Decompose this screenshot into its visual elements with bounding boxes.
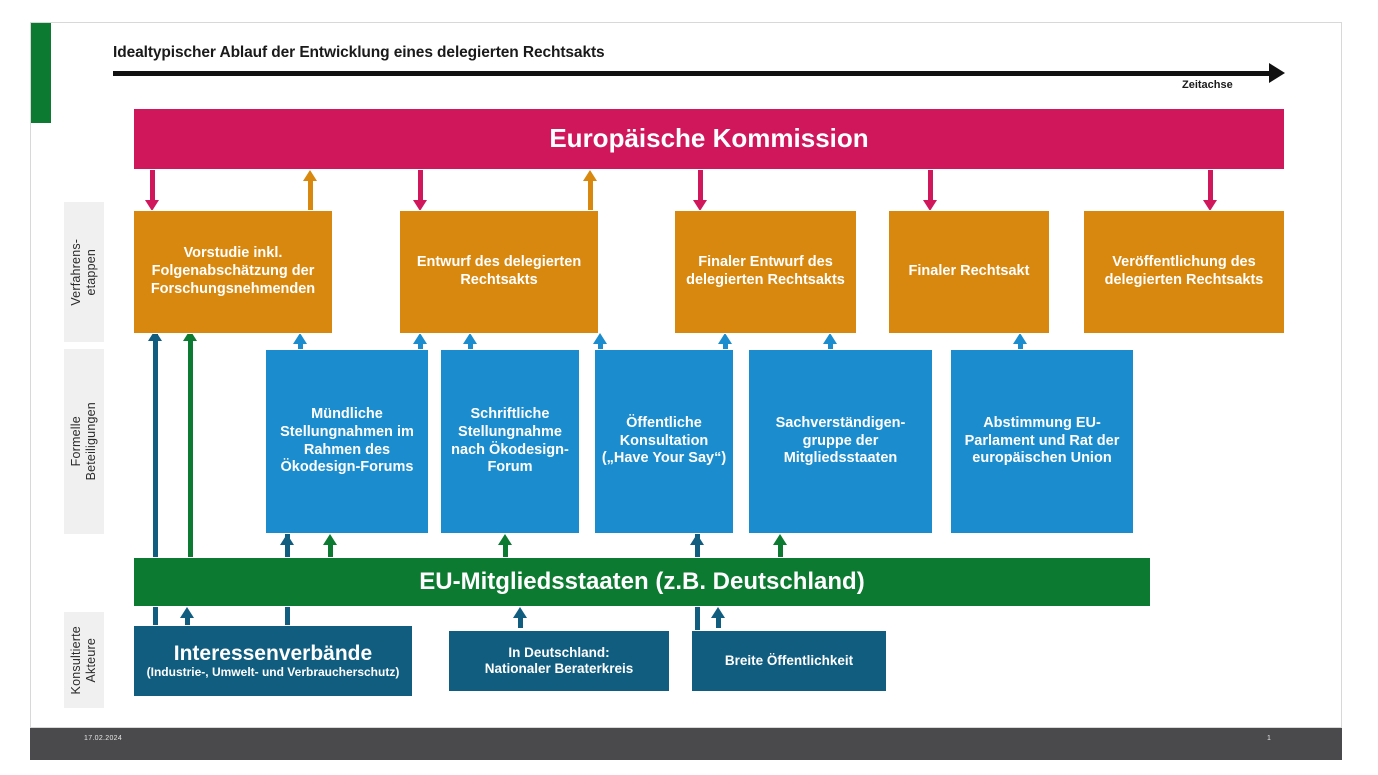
page-title: Idealtypischer Ablauf der Entwicklung ei…: [113, 44, 605, 61]
memberstates-to-step-0-stem: [187, 339, 193, 557]
process-box-finaler-entwurf: Finaler Entwurf des delegierten Rechtsak…: [674, 210, 857, 334]
actor-to-participation-1-top-arrowhead-icon: [280, 534, 294, 545]
actor-to-participation-2-top-arrowhead-icon: [690, 534, 704, 545]
row-label-text: Verfahrens- etappen: [68, 238, 99, 306]
process-box-label: Entwurf des delegierten Rechtsakts: [416, 254, 582, 288]
process-box-vorstudie: Vorstudie inkl. Folgenabschätzung der Fo…: [133, 210, 333, 334]
actor-to-participation-2-top-stem: [694, 543, 700, 548]
memberstates-to-participation-1-arrowhead-icon: [498, 534, 512, 545]
participation-box-muendliche-stellungnahmen: Mündliche Stellungnahmen im Rahmen des Ö…: [265, 349, 429, 534]
row-label-verfahrensetappen: Verfahrens- etappen: [64, 202, 104, 342]
step-to-commission-1-stem: [587, 179, 593, 212]
participation-box-label: Schriftliche Stellungnahme nach Ökodesig…: [451, 406, 569, 476]
brand-accent-block: [31, 23, 51, 123]
participation-to-step-6-stem: [1017, 342, 1023, 349]
actor-box-title: In Deutschland: Nationaler Beraterkreis: [484, 644, 634, 676]
participation-to-step-5-arrowhead-icon: [823, 333, 837, 344]
participation-to-step-4-stem: [722, 342, 728, 349]
process-box-label: Finaler Entwurf des delegierten Rechtsak…: [686, 254, 845, 288]
participation-box-label: Sachverständigen-gruppe der Mitgliedssta…: [775, 414, 906, 467]
actor-box-title: Breite Öffentlichkeit: [724, 652, 854, 668]
actor-long-left-line: [152, 334, 158, 625]
actor-to-memberstates-1-stem: [517, 616, 523, 628]
commission-to-step-0-arrowhead-icon: [145, 200, 159, 211]
commission-to-step-1-arrowhead-icon: [413, 200, 427, 211]
participation-box-schriftliche-stellungnahme: Schriftliche Stellungnahme nach Ökodesig…: [440, 349, 580, 534]
participation-box-label: Mündliche Stellungnahmen im Rahmen des Ö…: [280, 406, 414, 476]
actor-to-memberstates-2-stem: [715, 616, 721, 628]
actor-box-interessenverbaende: Interessenverbände (Industrie-, Umwelt- …: [133, 625, 413, 697]
commission-to-step-4-stem: [1207, 170, 1213, 202]
actor-to-memberstates-2-arrowhead-icon: [711, 607, 725, 618]
participation-box-sachverstaendigengruppe: Sachverständigen-gruppe der Mitgliedssta…: [748, 349, 933, 534]
actor-to-memberstates-1-arrowhead-icon: [513, 607, 527, 618]
actor-to-memberstates-0-stem: [184, 616, 190, 628]
process-box-veroeffentlichung: Veröffentlichung des delegierten Rechtsa…: [1083, 210, 1285, 334]
commission-to-step-2-arrowhead-icon: [693, 200, 707, 211]
participation-to-step-1-arrowhead-icon: [413, 333, 427, 344]
participation-box-oeffentliche-konsultation: Öffentliche Konsultation („Have Your Say…: [594, 349, 734, 534]
memberstates-to-step-0-arrowhead-icon: [183, 330, 197, 341]
band-europaeische-kommission: Europäische Kommission: [133, 108, 1285, 170]
actor-box-breite-oeffentlichkeit: Breite Öffentlichkeit: [691, 630, 887, 692]
footer-page-number: 1: [1267, 735, 1271, 742]
participation-to-step-5-stem: [827, 342, 833, 349]
process-box-label: Vorstudie inkl. Folgenabschätzung der Fo…: [150, 245, 316, 297]
memberstates-to-participation-2-stem: [777, 543, 783, 557]
time-axis-arrowhead-icon: [1269, 63, 1285, 83]
commission-to-step-4-arrowhead-icon: [1203, 200, 1217, 211]
participation-to-step-3-arrowhead-icon: [593, 333, 607, 344]
time-axis-line: [113, 71, 1273, 76]
commission-to-step-1-stem: [417, 170, 423, 202]
band-eu-mitgliedsstaaten: EU-Mitgliedsstaaten (z.B. Deutschland): [133, 557, 1151, 607]
footer-date: 17.02.2024: [84, 735, 123, 742]
process-box-finaler-rechtsakt: Finaler Rechtsakt: [888, 210, 1050, 334]
step-to-commission-0-stem: [307, 179, 313, 212]
memberstates-to-participation-1-stem: [502, 543, 508, 557]
participation-box-label: Abstimmung EU-Parlament und Rat der euro…: [964, 414, 1120, 467]
step-to-commission-1-arrowhead-icon: [583, 170, 597, 181]
actor-box-subtitle: (Industrie-, Umwelt- und Verbraucherschu…: [146, 665, 400, 680]
participation-to-step-0-arrowhead-icon: [293, 333, 307, 344]
participation-to-step-6-arrowhead-icon: [1013, 333, 1027, 344]
participation-box-label: Öffentliche Konsultation („Have Your Say…: [601, 414, 727, 467]
participation-to-step-2-stem: [467, 342, 473, 349]
memberstates-to-participation-0-stem: [327, 543, 333, 557]
actor-to-memberstates-0-arrowhead-icon: [180, 607, 194, 618]
participation-to-step-1-stem: [417, 342, 423, 349]
participation-to-step-0-stem: [297, 342, 303, 349]
actor-to-participation-1-top-stem: [284, 543, 290, 548]
row-label-text: Formelle Beteiligungen: [68, 402, 99, 481]
memberstates-to-participation-0-arrowhead-icon: [323, 534, 337, 545]
commission-to-step-2-stem: [697, 170, 703, 202]
row-label-konsultierte-akteure: Konsultierte Akteure: [64, 612, 104, 708]
participation-to-step-3-stem: [597, 342, 603, 349]
band-label: EU-Mitgliedsstaaten (z.B. Deutschland): [419, 568, 865, 596]
step-to-commission-0-arrowhead-icon: [303, 170, 317, 181]
commission-to-step-3-arrowhead-icon: [923, 200, 937, 211]
actor-box-nationaler-beraterkreis: In Deutschland: Nationaler Beraterkreis: [448, 630, 670, 692]
process-box-label: Veröffentlichung des delegierten Rechtsa…: [1104, 254, 1264, 288]
commission-to-step-0-stem: [149, 170, 155, 202]
time-axis-label: Zeitachse: [1182, 79, 1233, 91]
row-label-formelle-beteiligungen: Formelle Beteiligungen: [64, 349, 104, 534]
participation-box-abstimmung: Abstimmung EU-Parlament und Rat der euro…: [950, 349, 1134, 534]
actor-long-left-top-stem: [152, 339, 158, 344]
participation-to-step-4-arrowhead-icon: [718, 333, 732, 344]
row-label-text: Konsultierte Akteure: [68, 625, 99, 695]
slide-footer-bar: [30, 728, 1342, 760]
participation-to-step-2-arrowhead-icon: [463, 333, 477, 344]
actor-long-left-top-arrowhead-icon: [148, 330, 162, 341]
process-box-label: Finaler Rechtsakt: [908, 263, 1030, 280]
actor-box-title: Interessenverbände: [173, 642, 373, 666]
page-bottom-margin: [0, 760, 1378, 775]
commission-to-step-3-stem: [927, 170, 933, 202]
band-label: Europäische Kommission: [549, 123, 869, 154]
memberstates-to-participation-2-arrowhead-icon: [773, 534, 787, 545]
process-box-entwurf: Entwurf des delegierten Rechtsakts: [399, 210, 599, 334]
